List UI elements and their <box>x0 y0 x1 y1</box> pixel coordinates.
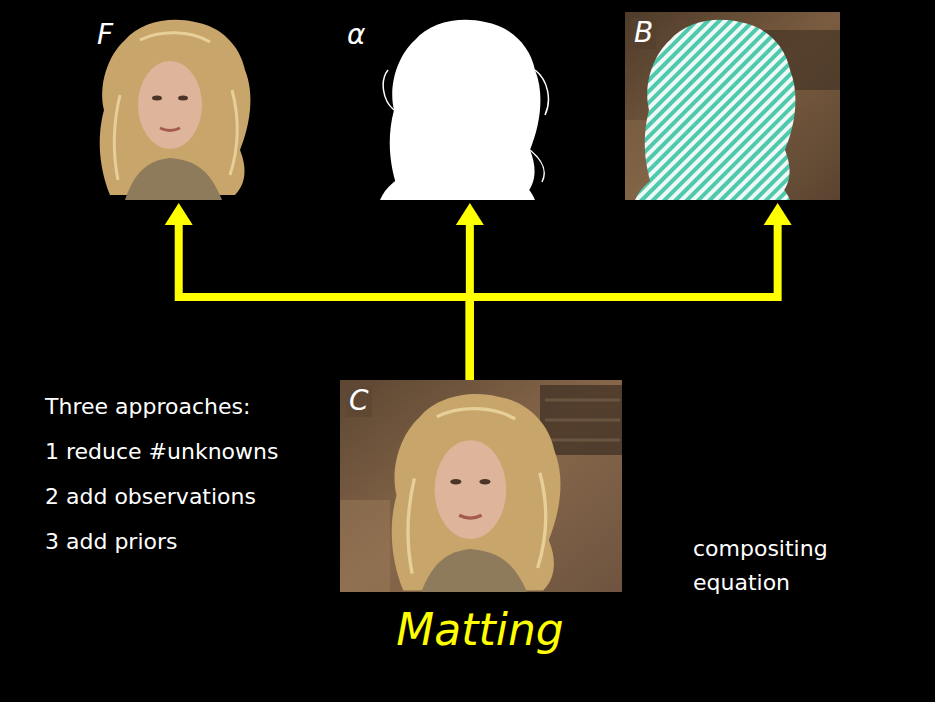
arrowhead <box>764 203 792 225</box>
image-panel: α <box>340 12 585 200</box>
label-slot: compositing equation <box>693 532 863 600</box>
alpha-matte <box>380 20 548 200</box>
note-text: compositing equation <box>693 532 863 600</box>
foreground-figure <box>100 20 251 200</box>
image-panel: F <box>88 12 256 200</box>
panel-label: C <box>346 386 372 417</box>
list-item: 2 add observations <box>45 480 335 514</box>
label-slot: 1 reduce #unknowns <box>45 435 335 469</box>
composite-photo <box>340 380 622 592</box>
label-slot: 3 add priors <box>45 525 335 559</box>
list-item: 3 add priors <box>45 525 335 559</box>
panel-label: α <box>344 20 368 51</box>
background-plate <box>625 12 840 200</box>
yellow-arrow <box>470 203 792 380</box>
slide-title: Matting <box>330 604 630 657</box>
arrow-shaft <box>470 223 778 380</box>
label-slot: Three approaches: <box>45 390 335 424</box>
title-slot: Matting <box>330 604 630 657</box>
list-heading: Three approaches: <box>45 390 335 424</box>
image-panel: B <box>625 12 840 200</box>
arrow-shaft <box>179 223 470 380</box>
image-panel: C <box>340 380 622 592</box>
arrowhead <box>165 203 193 225</box>
panel-label: F <box>94 20 116 51</box>
list-item: 1 reduce #unknowns <box>45 435 335 469</box>
label-slot: 2 add observations <box>45 480 335 514</box>
yellow-arrow <box>165 203 470 380</box>
panel-label: B <box>631 18 656 49</box>
arrowhead <box>456 203 484 225</box>
